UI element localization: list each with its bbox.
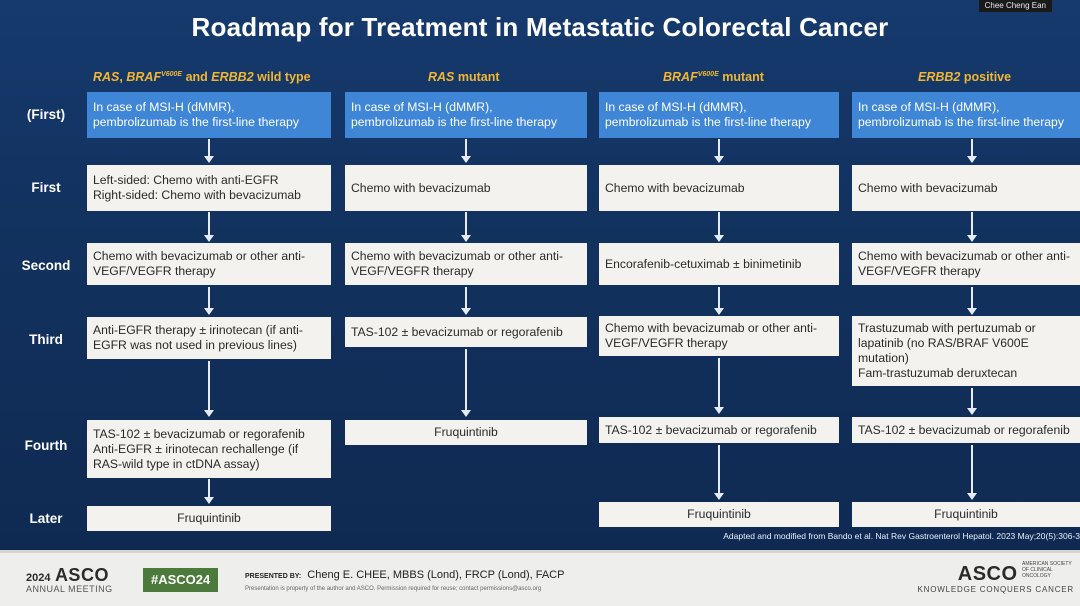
box-wt-first-line: Left-sided: Chemo with anti-EGFR Right-s… bbox=[87, 165, 331, 211]
row-label-first-msi: (First) bbox=[26, 107, 66, 122]
row-label-second: Second bbox=[21, 258, 71, 273]
asco-society-logo: ASCO AMERICAN SOCIETY OF CLINICAL ONCOLO… bbox=[917, 561, 1074, 594]
box-wt-third-line: Anti-EGFR therapy ± irinotecan (if anti-… bbox=[87, 317, 331, 359]
box-erbb2-third-line: Trastuzumab with pertuzumab or lapatinib… bbox=[852, 316, 1080, 386]
slide-title: Roadmap for Treatment in Metastatic Colo… bbox=[191, 12, 889, 42]
box-wt-msi-pembrolizumab: In case of MSI-H (dMMR), pembrolizumab i… bbox=[87, 92, 331, 138]
column-header-braf-mutant: BRAFV600E mutant bbox=[663, 70, 764, 84]
box-ras-msi-pembrolizumab: In case of MSI-H (dMMR), pembrolizumab i… bbox=[345, 92, 587, 138]
box-braf-msi-pembrolizumab: In case of MSI-H (dMMR), pembrolizumab i… bbox=[599, 92, 839, 138]
box-erbb2-first-line: Chemo with bevacizumab bbox=[852, 165, 1080, 211]
box-ras-first-line: Chemo with bevacizumab bbox=[345, 165, 587, 211]
arrow-down-icon bbox=[204, 479, 214, 504]
citation: Adapted and modified from Bando et al. N… bbox=[723, 531, 1080, 541]
arrow-down-icon bbox=[461, 349, 471, 417]
hashtag-badge: #ASCO24 bbox=[143, 568, 219, 592]
presented-by: PRESENTED BY:Cheng E. CHEE, MBBS (Lond),… bbox=[245, 569, 565, 581]
box-erbb2-msi-pembrolizumab: In case of MSI-H (dMMR), pembrolizumab i… bbox=[852, 92, 1080, 138]
presenter-name-tag: Chee Cheng Ean bbox=[978, 0, 1052, 12]
arrow-down-icon bbox=[461, 212, 471, 242]
arrow-down-icon bbox=[967, 139, 977, 163]
arrow-down-icon bbox=[714, 139, 724, 163]
arrow-down-icon bbox=[714, 445, 724, 500]
column-header-ras-mutant: RAS mutant bbox=[428, 70, 500, 84]
disclaimer-text: Presentation is property of the author a… bbox=[245, 586, 542, 592]
box-braf-later-line: Fruquintinib bbox=[599, 502, 839, 527]
arrow-down-icon bbox=[967, 212, 977, 242]
row-label-later: Later bbox=[29, 511, 63, 526]
box-wt-fourth-line: TAS-102 ± bevacizumab or regorafenib Ant… bbox=[87, 420, 331, 478]
row-label-first: First bbox=[31, 180, 61, 195]
arrow-down-icon bbox=[967, 388, 977, 415]
asco-annual-meeting-logo: 2024 ASCO ANNUAL MEETING bbox=[26, 565, 113, 594]
arrow-down-icon bbox=[204, 212, 214, 242]
arrow-down-icon bbox=[714, 358, 724, 414]
box-erbb2-fourth-line: TAS-102 ± bevacizumab or regorafenib bbox=[852, 417, 1080, 443]
arrow-down-icon bbox=[204, 287, 214, 315]
arrow-down-icon bbox=[204, 139, 214, 163]
arrow-down-icon bbox=[204, 361, 214, 417]
box-braf-first-line: Chemo with bevacizumab bbox=[599, 165, 839, 211]
presenter-name: Cheng E. CHEE, MBBS (Lond), FRCP (Lond),… bbox=[307, 569, 565, 581]
box-ras-fourth-line: Fruquintinib bbox=[345, 420, 587, 445]
box-erbb2-second-line: Chemo with bevacizumab or other anti- VE… bbox=[852, 243, 1080, 285]
box-ras-third-line: TAS-102 ± bevacizumab or regorafenib bbox=[345, 317, 587, 347]
box-wt-second-line: Chemo with bevacizumab or other anti- VE… bbox=[87, 243, 331, 285]
row-label-third: Third bbox=[29, 332, 63, 347]
box-erbb2-later-line: Fruquintinib bbox=[852, 502, 1080, 527]
box-braf-second-line: Encorafenib-cetuximab ± binimetinib bbox=[599, 243, 839, 285]
box-wt-later-line: Fruquintinib bbox=[87, 506, 331, 531]
box-ras-second-line: Chemo with bevacizumab or other anti- VE… bbox=[345, 243, 587, 285]
arrow-down-icon bbox=[967, 287, 977, 315]
box-braf-third-line: Chemo with bevacizumab or other anti- VE… bbox=[599, 316, 839, 356]
arrow-down-icon bbox=[714, 212, 724, 242]
row-label-fourth: Fourth bbox=[24, 438, 68, 453]
box-braf-fourth-line: TAS-102 ± bevacizumab or regorafenib bbox=[599, 417, 839, 443]
column-header-erbb2-positive: ERBB2 positive bbox=[918, 70, 1012, 84]
arrow-down-icon bbox=[461, 287, 471, 315]
arrow-down-icon bbox=[714, 287, 724, 315]
slide: Chee Cheng Ean Roadmap for Treatment in … bbox=[0, 0, 1080, 550]
slide-footer: 2024 ASCO ANNUAL MEETING #ASCO24 PRESENT… bbox=[0, 550, 1080, 606]
column-header-wild-type: RAS, BRAFV600E and ERBB2 wild type bbox=[93, 70, 311, 84]
arrow-down-icon bbox=[461, 139, 471, 163]
arrow-down-icon bbox=[967, 445, 977, 500]
